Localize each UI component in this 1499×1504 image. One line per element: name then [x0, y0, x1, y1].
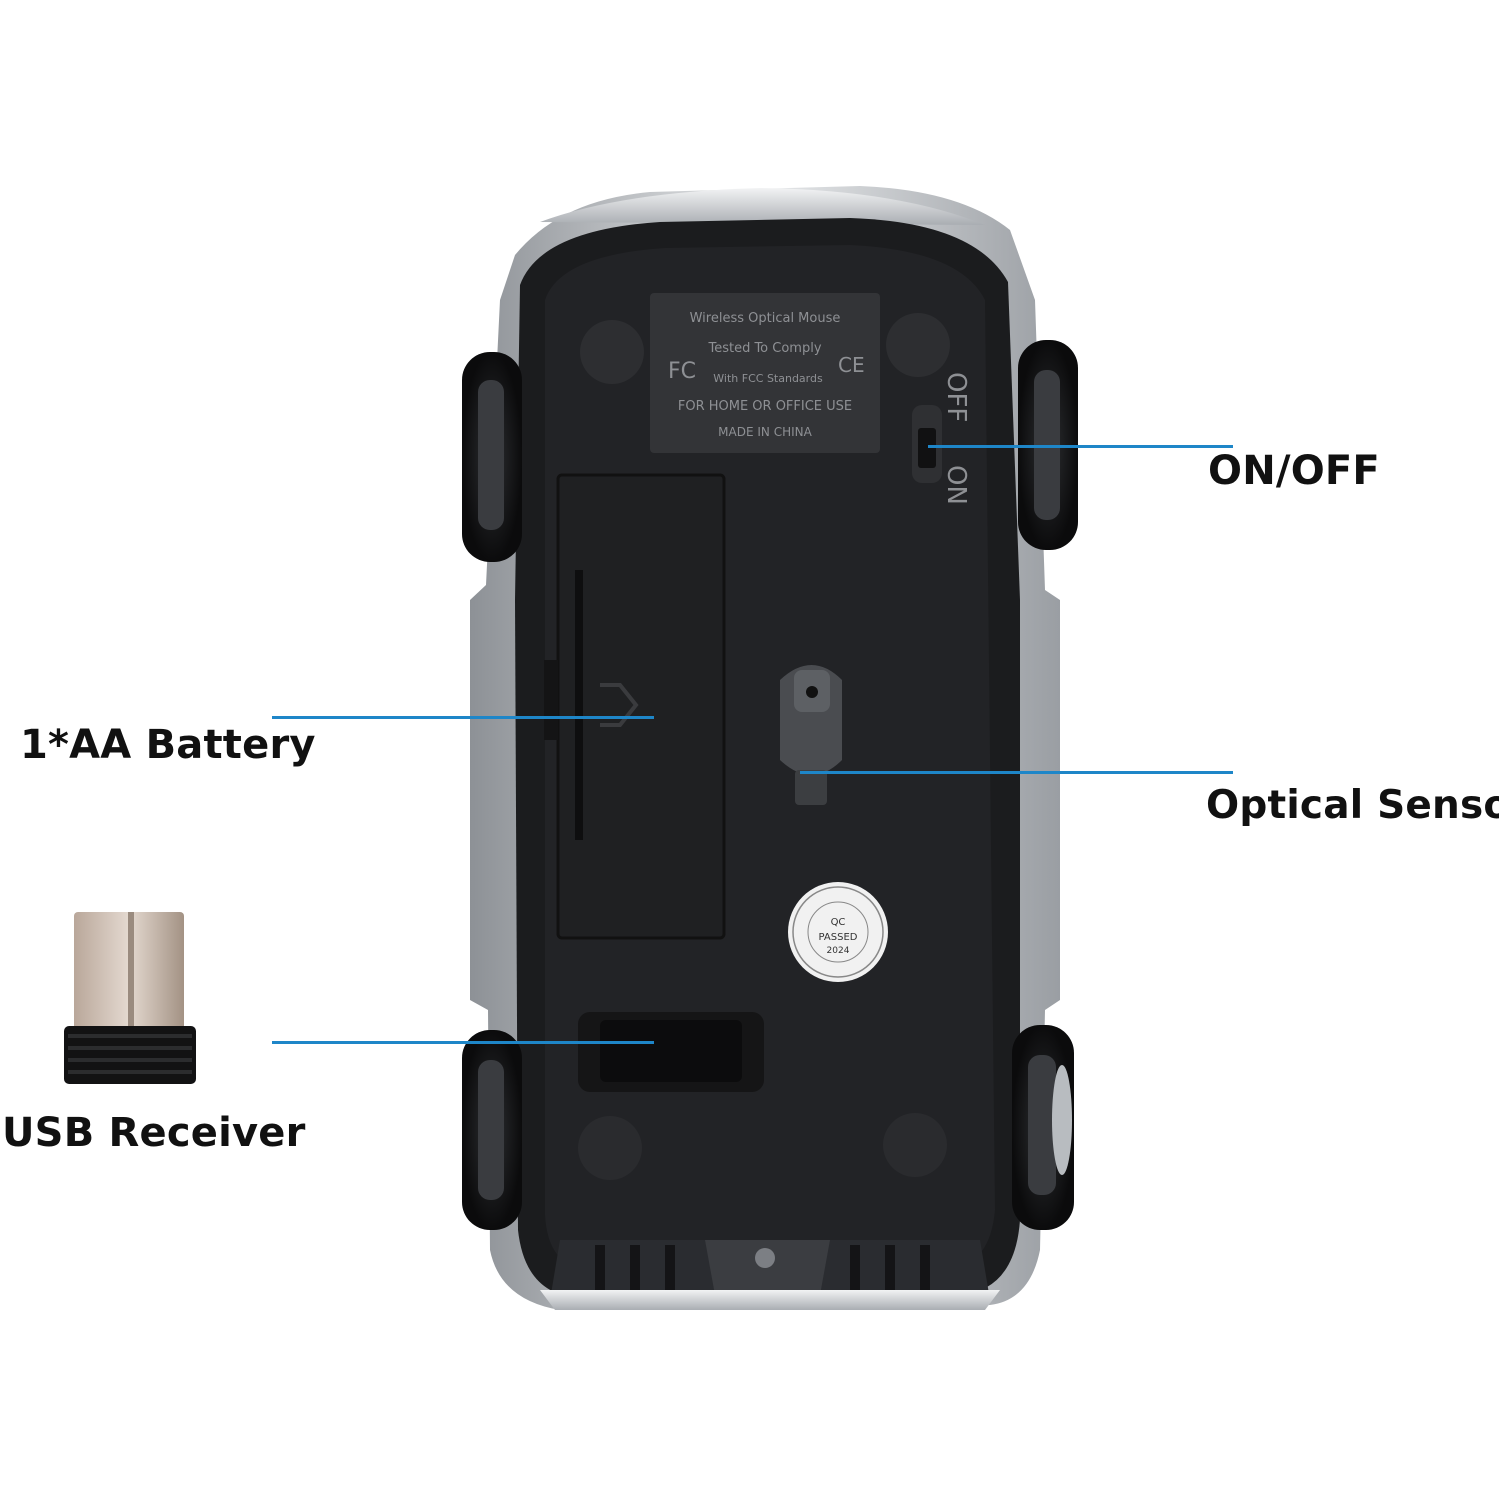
fc-mark: FC: [668, 359, 696, 384]
qc-year-text: 2024: [827, 946, 850, 956]
foot-pad: [883, 1113, 947, 1177]
power-switch: OFF ON: [912, 372, 971, 505]
callout-optical-sensor: Optical Sensor: [1206, 783, 1499, 828]
leader-line-usb-receiver: [272, 1041, 654, 1044]
label-text: MADE IN CHINA: [718, 425, 812, 439]
qc-passed-text: PASSED: [819, 932, 858, 943]
callout-battery: 1*AA Battery: [20, 722, 316, 768]
wheel-rear-left: [462, 1030, 522, 1230]
usb-receiver: [64, 912, 196, 1084]
optical-sensor: [780, 665, 842, 805]
foot-pad: [886, 313, 950, 377]
qc-sticker: QC PASSED 2024: [788, 882, 888, 982]
callout-usb-receiver: USB Receiver: [2, 1110, 306, 1156]
switch-off-text: OFF: [941, 372, 971, 422]
leader-line-optical-sensor: [800, 771, 1233, 774]
callout-on-off: ON/OFF: [1208, 448, 1380, 494]
label-text: Tested To Comply: [707, 341, 821, 356]
label-text: FOR HOME OR OFFICE USE: [678, 399, 852, 414]
label-text: With FCC Standards: [713, 372, 823, 385]
product-label: Wireless Optical Mouse Tested To Comply …: [650, 293, 880, 453]
qc-text: QC: [831, 917, 846, 928]
leader-line-on-off: [928, 445, 1233, 448]
ce-mark: CE: [838, 353, 865, 377]
foot-pad: [580, 320, 644, 384]
rear-grille: [540, 1240, 1000, 1310]
receiver-slot: [578, 1012, 764, 1092]
foot-pad: [578, 1116, 642, 1180]
battery-cover: [544, 473, 726, 940]
switch-on-text: ON: [941, 465, 971, 505]
wheel-rear-right: [1012, 1025, 1074, 1230]
label-text: Wireless Optical Mouse: [690, 311, 841, 326]
leader-line-battery: [272, 716, 654, 719]
wheel-front-left: [462, 352, 522, 562]
